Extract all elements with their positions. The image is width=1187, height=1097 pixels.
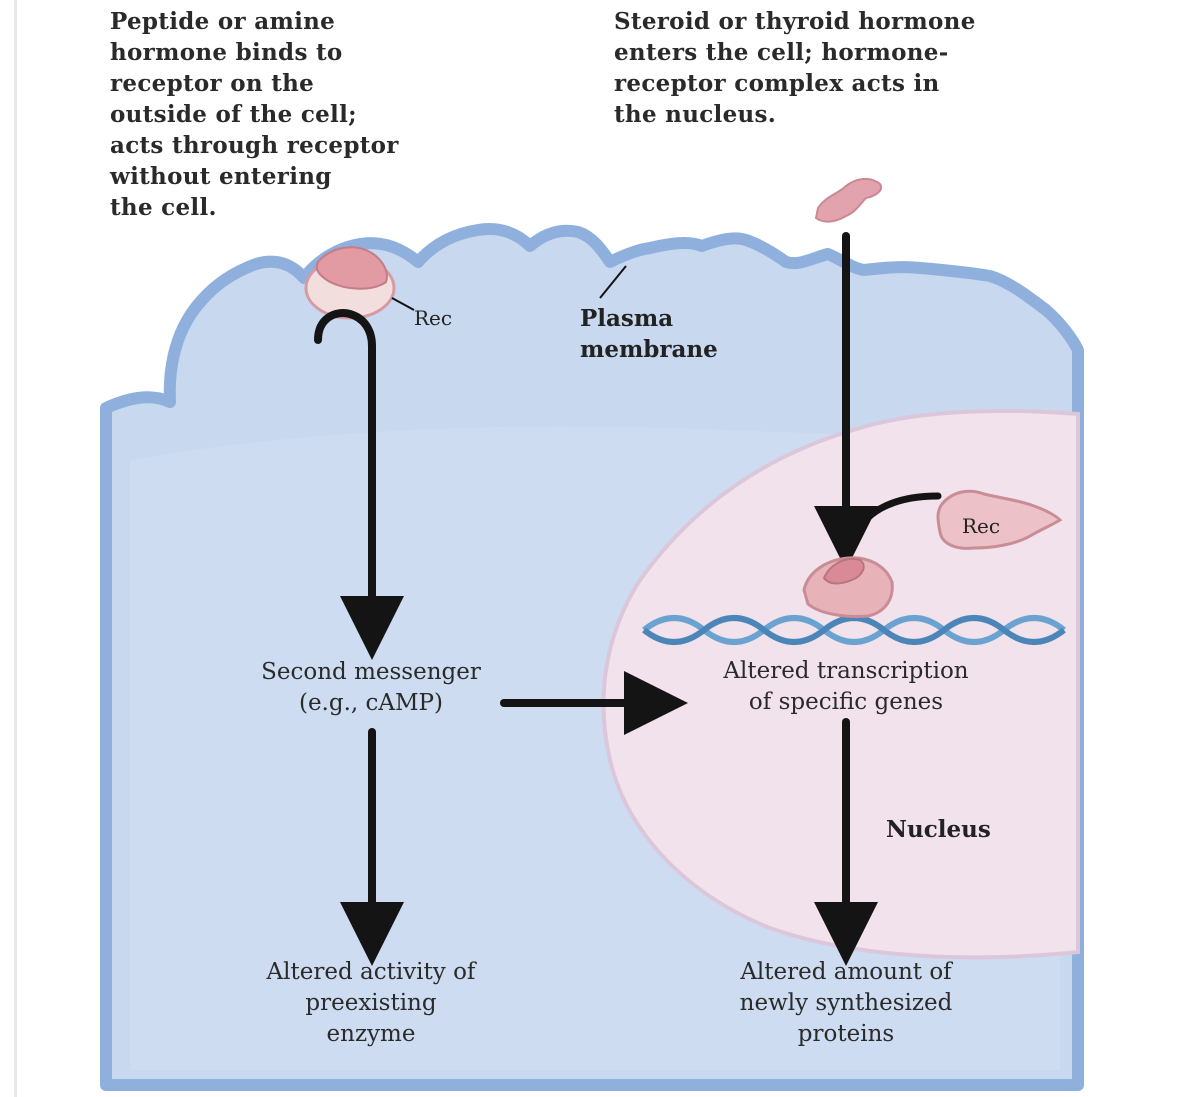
steroid-hormone (816, 179, 881, 222)
left-pathway-description: Peptide or amine hormone binds to recept… (110, 6, 530, 223)
plasma-membrane-label: Plasma membrane (580, 303, 718, 365)
enzyme-outcome-label: Altered activity of preexisting enzyme (196, 957, 546, 1050)
membrane-receptor-label: Rec (414, 303, 452, 334)
transcription-label: Altered transcription of specific genes (646, 656, 1046, 718)
intracellular-receptor-label: Rec (962, 511, 1000, 542)
protein-outcome-label: Altered amount of newly synthesized prot… (646, 957, 1046, 1050)
second-messenger-label: Second messenger (e.g., cAMP) (196, 657, 546, 719)
nucleus-label: Nucleus (886, 814, 991, 845)
right-pathway-description: Steroid or thyroid hormone enters the ce… (614, 6, 1134, 130)
